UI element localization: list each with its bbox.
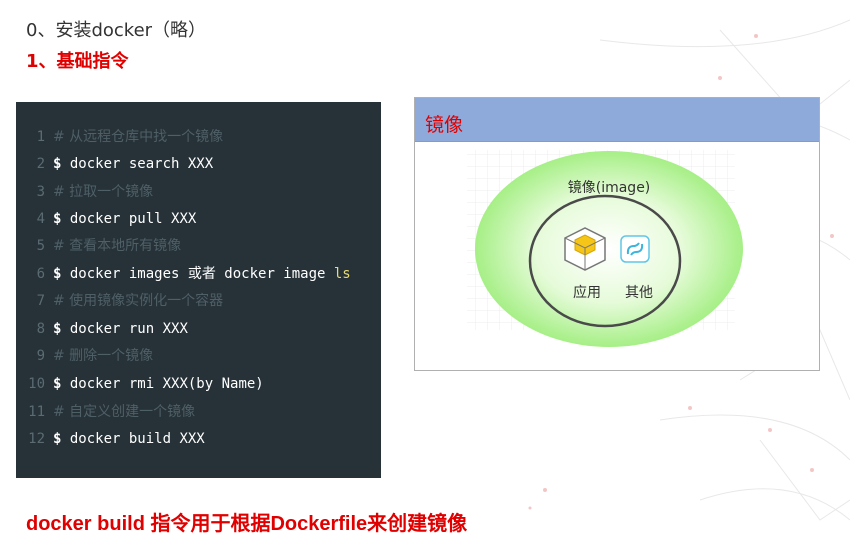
- code-line: 4 $ docker pull XXX: [16, 208, 381, 230]
- code-comment: # 使用镜像实例化一个容器: [53, 293, 224, 309]
- code-line: 5 # 查看本地所有镜像: [16, 235, 381, 257]
- line-number: 3: [36, 184, 45, 200]
- code-command-images: $ docker images 或者 docker image ls: [53, 266, 351, 282]
- image-diagram-panel: 镜像 镜像(image) 应用 其他: [414, 97, 820, 371]
- package-box-icon: [564, 227, 606, 271]
- image-diagram: 镜像(image) 应用 其他: [467, 150, 743, 347]
- build-command-note: docker build 指令用于根据Dockerfile来创建镜像: [26, 513, 468, 535]
- code-line: 10 $ docker rmi XXX(by Name): [16, 373, 381, 395]
- line-number: 9: [36, 348, 45, 364]
- code-comment: # 自定义创建一个镜像: [53, 404, 196, 420]
- code-line: 9 # 删除一个镜像: [16, 345, 381, 367]
- code-comment: # 查看本地所有镜像: [53, 238, 182, 254]
- code-line: 11 # 自定义创建一个镜像: [16, 401, 381, 423]
- prompt-symbol: $: [53, 431, 62, 447]
- line-number: 6: [36, 266, 45, 282]
- prompt-symbol: $: [53, 266, 62, 282]
- code-command: $ docker pull XXX: [53, 211, 197, 227]
- image-panel-title: 镜像: [425, 114, 464, 136]
- diagram-label: 镜像(image): [568, 180, 651, 196]
- code-line: 6 $ docker images 或者 docker image ls: [16, 263, 381, 285]
- line-number: 11: [28, 404, 45, 420]
- code-command: $ docker search XXX: [53, 156, 214, 172]
- code-line: 7 # 使用镜像实例化一个容器: [16, 290, 381, 312]
- line-number: 4: [36, 211, 45, 227]
- code-command: $ docker run XXX: [53, 321, 188, 337]
- prompt-symbol: $: [53, 376, 62, 392]
- line-number: 8: [36, 321, 45, 337]
- line-number: 5: [36, 238, 45, 254]
- code-line: 1 # 从远程仓库中找一个镜像: [16, 126, 381, 148]
- inner-container-ellipse: [528, 194, 682, 328]
- line-number: 10: [28, 376, 45, 392]
- prompt-symbol: $: [53, 321, 62, 337]
- code-line: 3 # 拉取一个镜像: [16, 181, 381, 203]
- line-number: 7: [36, 293, 45, 309]
- code-line: 8 $ docker run XXX: [16, 318, 381, 340]
- ls-token: ls: [333, 266, 351, 282]
- code-comment: # 从远程仓库中找一个镜像: [53, 129, 224, 145]
- code-comment: # 拉取一个镜像: [53, 184, 154, 200]
- line-number: 1: [36, 129, 45, 145]
- prompt-symbol: $: [53, 211, 62, 227]
- code-line: 12 $ docker build XXX: [16, 428, 381, 450]
- code-block: 1 # 从远程仓库中找一个镜像 2 $ docker search XXX 3 …: [16, 102, 381, 478]
- step0-heading: 0、安装docker（略）: [26, 20, 207, 41]
- code-command: $ docker build XXX: [53, 431, 205, 447]
- step1-heading: 1、基础指令: [26, 51, 129, 72]
- line-number: 12: [28, 431, 45, 447]
- other-label: 其他: [625, 285, 653, 301]
- app-label: 应用: [573, 284, 601, 301]
- code-comment: # 删除一个镜像: [53, 348, 154, 364]
- image-panel-header: 镜像: [415, 98, 819, 142]
- link-icon: [620, 235, 650, 263]
- code-command: $ docker rmi XXX(by Name): [53, 376, 264, 392]
- line-number: 2: [36, 156, 45, 172]
- code-line: 2 $ docker search XXX: [16, 153, 381, 175]
- prompt-symbol: $: [53, 156, 62, 172]
